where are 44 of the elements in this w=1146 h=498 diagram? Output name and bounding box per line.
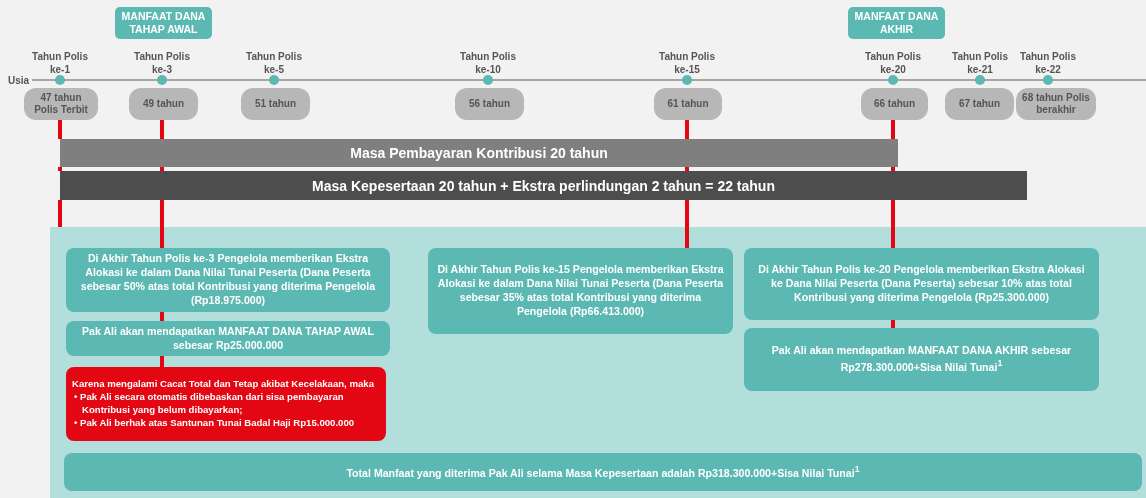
- year-label: Tahun Polis ke-3: [133, 50, 191, 76]
- age-pill: 68 tahun Polis berakhir: [1016, 88, 1096, 120]
- connector-line: [58, 120, 62, 139]
- period-bar: Masa Pembayaran Kontribusi 20 tahun: [60, 139, 898, 167]
- connector-line: [160, 312, 164, 321]
- connector-line: [891, 200, 895, 248]
- panel-background: [50, 227, 1146, 498]
- year-label: Tahun Polis ke-20: [864, 50, 922, 76]
- year-label: Tahun Polis ke-22: [1019, 50, 1077, 76]
- age-pill: 47 tahun Polis Terbit: [24, 88, 98, 120]
- info-box: Pak Ali akan mendapatkan MANFAAT DANA TAHAP AWAL sebesar Rp25.000.000: [66, 321, 390, 356]
- year-label: Tahun Polis ke-10: [459, 50, 517, 76]
- age-pill: 49 tahun: [129, 88, 198, 120]
- year-label: Tahun Polis ke-5: [245, 50, 303, 76]
- year-label: Tahun Polis ke-21: [951, 50, 1009, 76]
- info-box: Di Akhir Tahun Polis ke-20 Pengelola memberikan Ekstra Alokasi ke Dana Nilai Peserta (Dana Peserta) sebesar 10% atas total Kontribusi yang diterima Pengelola (Rp25.300.000): [744, 248, 1099, 320]
- period-bar: Masa Kepesertaan 20 tahun + Ekstra perlindungan 2 tahun = 22 tahun: [60, 171, 1027, 200]
- info-box: Pak Ali akan mendapatkan MANFAAT DANA AKHIR sebesar Rp278.300.000+Sisa Nilai Tunai$^{1}$: [744, 328, 1099, 391]
- age-pill: 51 tahun: [241, 88, 310, 120]
- benefit-tag: MANFAAT DANA TAHAP AWAL: [115, 7, 212, 39]
- connector-line: [160, 120, 164, 139]
- connector-line: [58, 167, 62, 171]
- alert-box: Karena mengalami Cacat Total dan Tetap akibat Kecelakaan, maka • Pak Ali secara otomatis dibebaskan dari sisa pembayaran Kontribusi yang belum dibayarkan; • Pak Ali berhak atas Santunan Tunai Badal Haji Rp15.000.000: [66, 367, 386, 441]
- connector-line: [685, 120, 689, 139]
- connector-line: [685, 167, 689, 171]
- connector-line: [891, 320, 895, 328]
- age-pill: 66 tahun: [861, 88, 928, 120]
- age-pill: 67 tahun: [945, 88, 1014, 120]
- connector-line: [160, 167, 164, 171]
- year-label: Tahun Polis ke-1: [31, 50, 89, 76]
- connector-line: [160, 200, 164, 248]
- info-box: Di Akhir Tahun Polis ke-15 Pengelola memberikan Ekstra Alokasi ke dalam Dana Nilai Tunai Peserta (Dana Peserta sebesar 35% atas total Kontribusi yang diterima Pengelola (Rp66.413.000): [428, 248, 733, 334]
- info-box: Di Akhir Tahun Polis ke-3 Pengelola memberikan Ekstra Alokasi ke dalam Dana Nilai Tunai Peserta (Dana Peserta sebesar 50% atas total Kontribusi yang diterima Pengelola (Rp18.975.000): [66, 248, 390, 312]
- info-box: Total Manfaat yang diterima Pak Ali selama Masa Kepesertaan adalah Rp318.300.000+Sisa Nilai Tunai$^{1}$: [64, 453, 1142, 491]
- year-label: Tahun Polis ke-15: [658, 50, 716, 76]
- connector-line: [891, 167, 895, 171]
- connector-line: [685, 200, 689, 248]
- axis-label: Usia: [8, 74, 30, 87]
- connector-line: [891, 120, 895, 139]
- age-pill: 61 tahun: [654, 88, 722, 120]
- age-pill: 56 tahun: [455, 88, 524, 120]
- connector-line: [160, 356, 164, 367]
- connector-line: [58, 200, 62, 227]
- benefit-tag: MANFAAT DANA AKHIR: [848, 7, 945, 39]
